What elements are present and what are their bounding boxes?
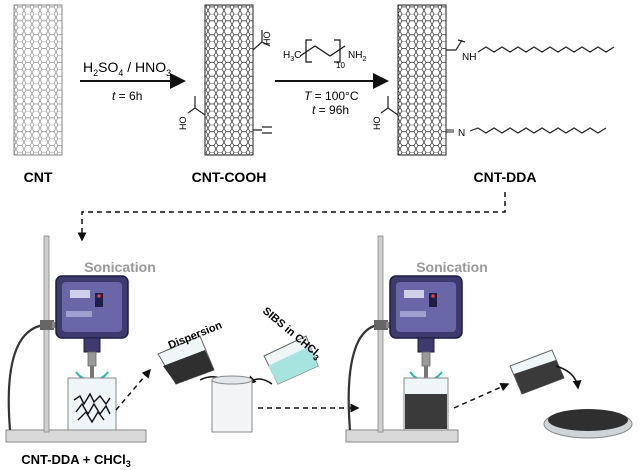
imine-n-label: N xyxy=(458,128,465,139)
left-sonicator-setup xyxy=(5,235,147,443)
step1-time: t = 6h xyxy=(112,89,142,103)
petri-dish xyxy=(543,409,633,439)
process-flow-arrow xyxy=(77,192,506,242)
mixing-beaker xyxy=(211,375,253,433)
step1-reagent: H2SO4 / HNO3 xyxy=(83,59,171,78)
step2-reagent-nh2: NH2 xyxy=(348,50,366,63)
step2-temp: T = 100°C xyxy=(304,89,359,103)
sibs-beaker xyxy=(263,335,319,385)
step2-reagent-n: 10 xyxy=(336,61,345,70)
step2-reagent-h3c: H3C xyxy=(283,50,301,63)
dispersion-beaker xyxy=(157,335,215,385)
sonication-left-label: Sonication xyxy=(84,259,156,275)
cnt-dda-tube xyxy=(380,4,615,156)
flow-arrow-a xyxy=(115,368,151,411)
cnt-dda-label: CNT-DDA xyxy=(474,169,537,185)
cnt-cooh-label: CNT-COOH xyxy=(192,169,267,185)
pour-arrow-final xyxy=(555,365,582,390)
right-sonicator-setup xyxy=(345,235,463,443)
bottom-left-label: CNT-DDA + CHCl3 xyxy=(21,452,131,469)
final-pour-beaker xyxy=(509,349,565,395)
dda-cooh-label: HO xyxy=(372,117,382,131)
cnt-tube xyxy=(13,4,63,156)
flow-arrow-c xyxy=(453,382,510,409)
cooh-left-label: HO xyxy=(178,117,188,131)
step2-time: t = 96h xyxy=(312,103,349,117)
cooh-top-label: HO xyxy=(262,32,272,46)
sonication-right-label: Sonication xyxy=(416,259,488,275)
reaction-arrow-2 xyxy=(275,39,389,89)
amide-nh-label: NH xyxy=(462,52,476,63)
cnt-label: CNT xyxy=(24,169,53,185)
cnt-cooh-tube xyxy=(187,4,272,156)
